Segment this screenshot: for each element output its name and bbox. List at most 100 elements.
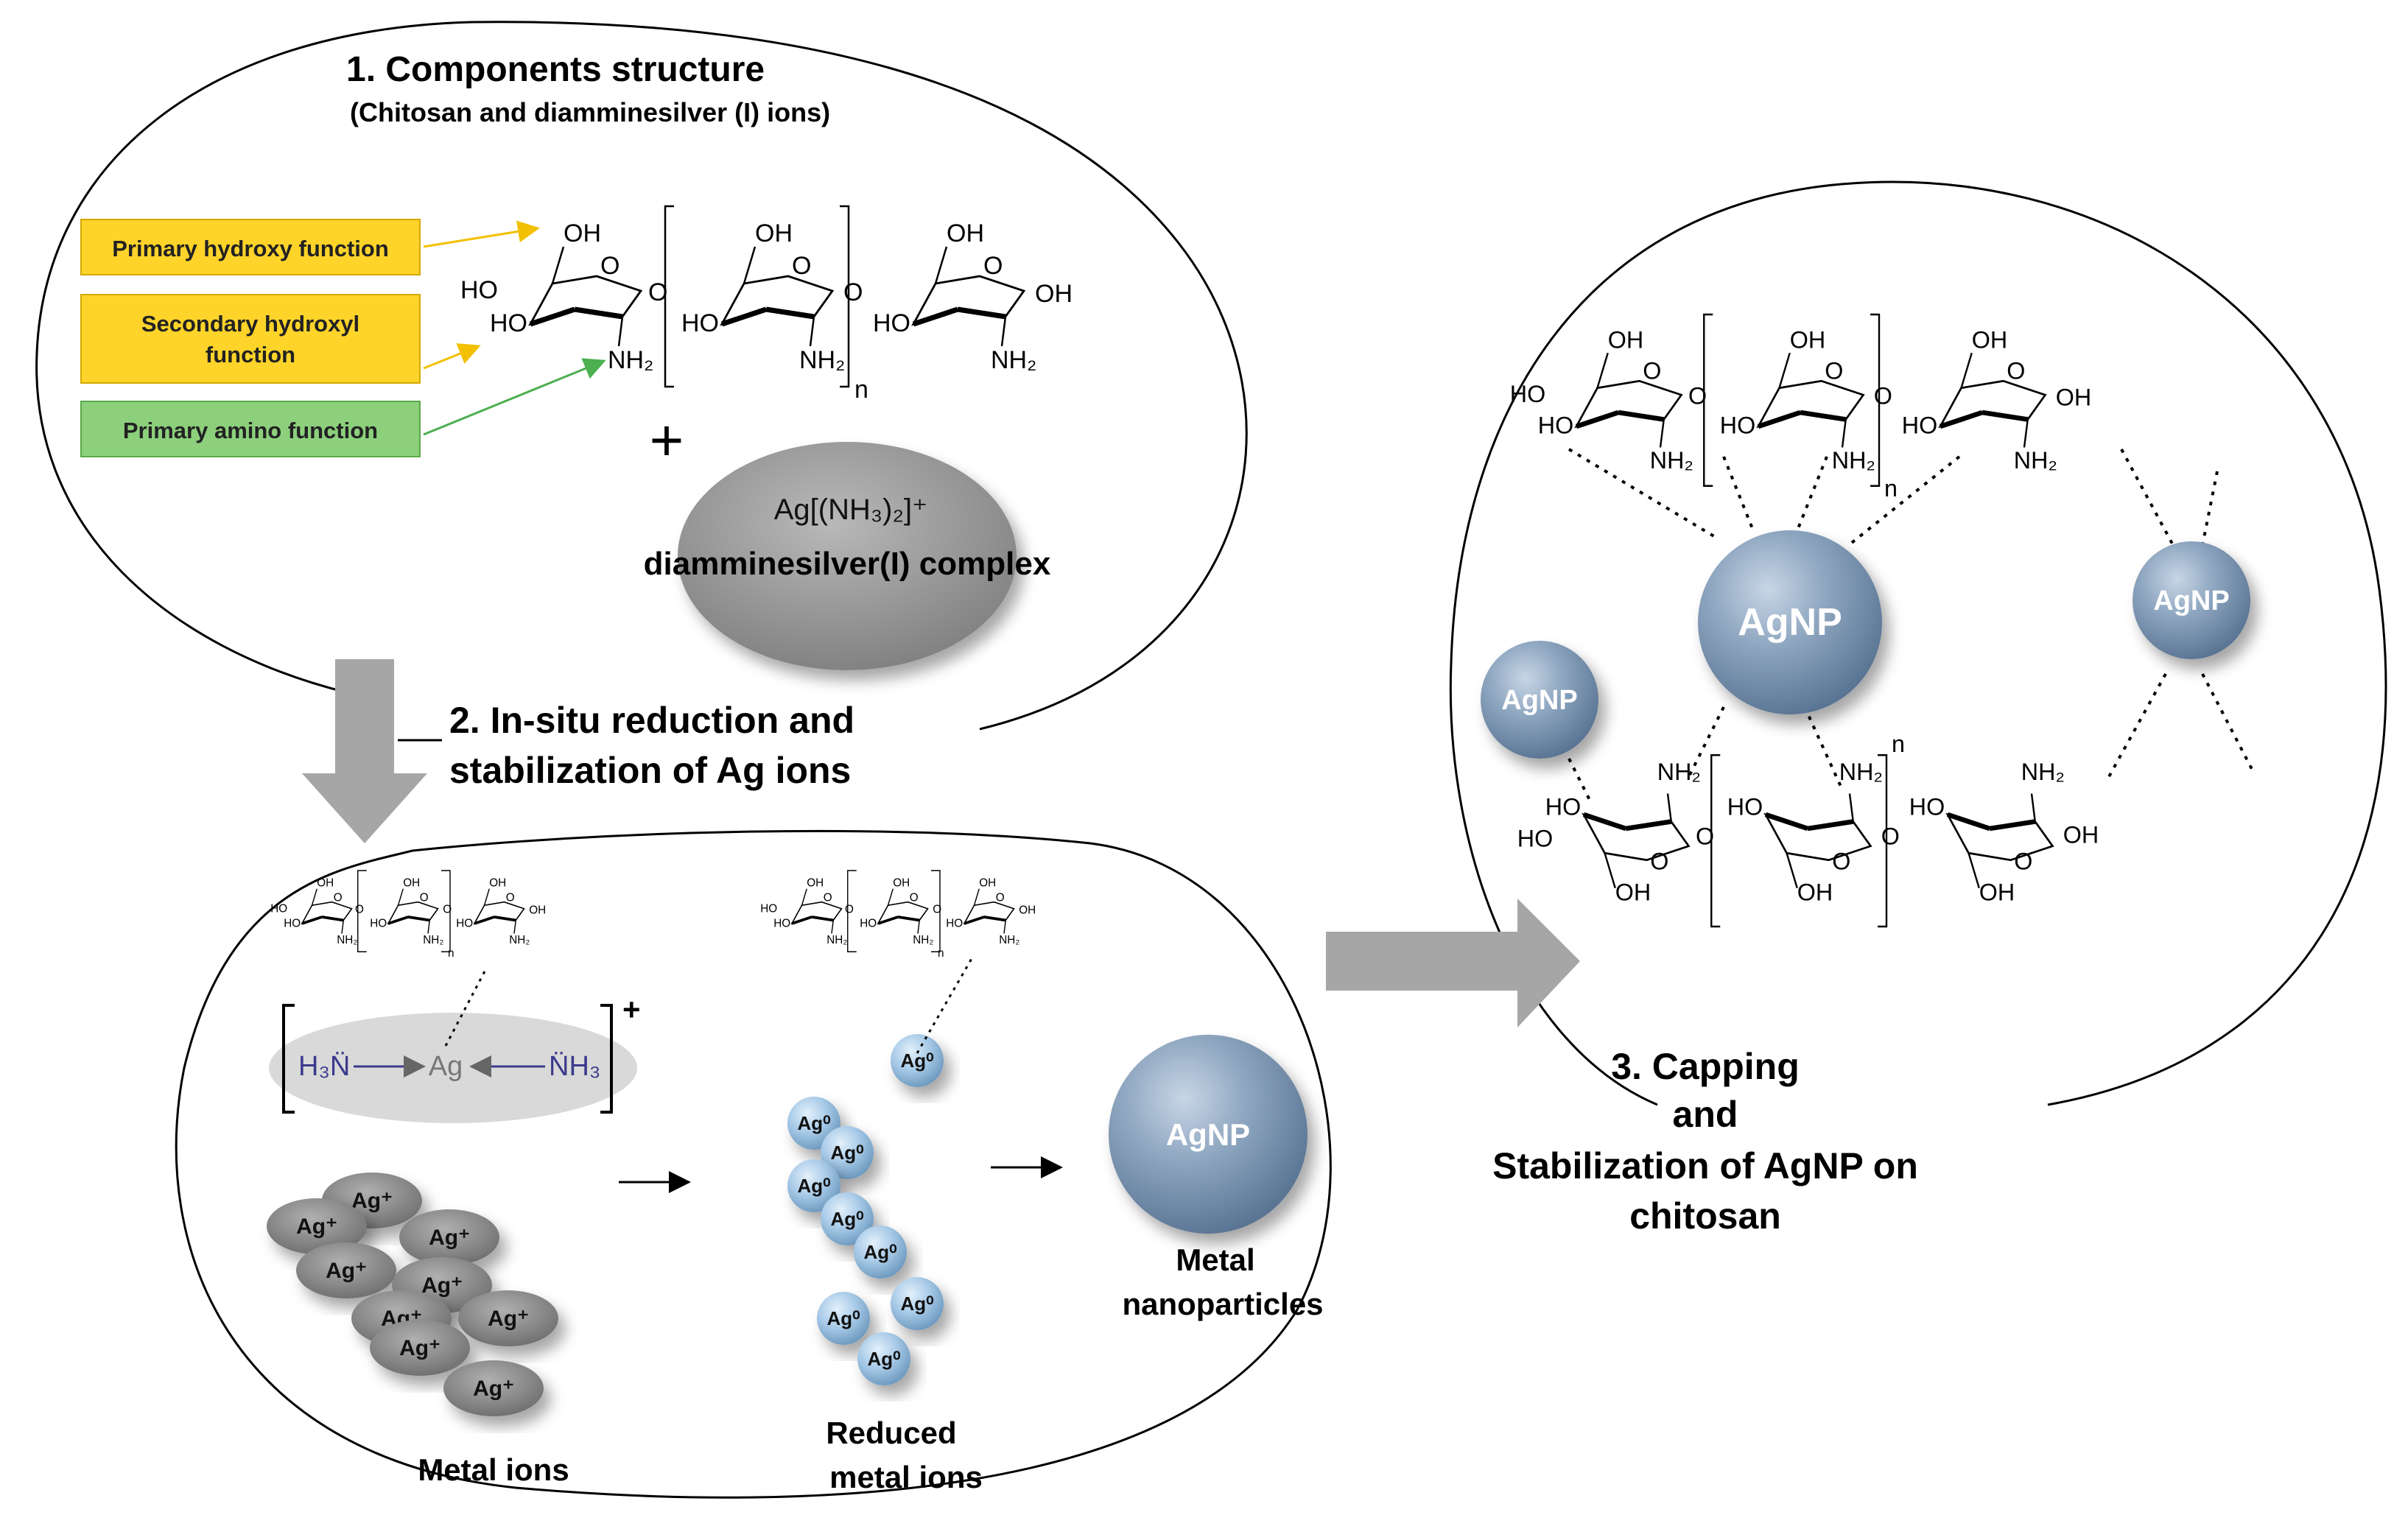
bracket-right <box>441 870 451 952</box>
section1-subheading: (Chitosan and diamminesilver (I) ions) <box>350 97 830 127</box>
plus-sign: + <box>650 407 684 473</box>
ag-ion-4 <box>296 1242 396 1298</box>
ring-bold-edge <box>1989 819 2036 832</box>
complex-name: diamminesilver(I) complex <box>644 546 1051 582</box>
complex-ion-center: Ag <box>429 1051 463 1082</box>
repeat-n-label: n <box>1892 731 1905 757</box>
callout-primary-hydroxy-text: Primary hydroxy function <box>112 236 389 261</box>
ring-bold-edge <box>811 915 834 922</box>
ho-label: HO <box>760 902 777 915</box>
oh-label: OH <box>1797 879 1833 905</box>
ag0-atom-label-7: Ag⁰ <box>900 1293 933 1315</box>
ho-label: HO <box>873 309 910 337</box>
section3-caption-line2: and <box>1673 1094 1738 1135</box>
section3-boundary <box>1449 180 2387 1106</box>
ring-bold-edge <box>1582 812 1627 832</box>
ring-bold-edge <box>301 915 323 925</box>
big-arrow-right <box>1326 899 1580 1027</box>
ring-oxygen-label: O <box>2014 848 2032 875</box>
bond <box>1841 419 1847 448</box>
bond <box>483 888 490 906</box>
bracket-right <box>1870 313 1881 487</box>
ho-label: HO <box>946 918 963 930</box>
repeat-n-label: n <box>448 947 454 960</box>
agnp-section3-center: AgNP <box>1698 530 1882 714</box>
bond <box>513 920 516 934</box>
caption-reduced-line2: metal ions <box>829 1460 983 1494</box>
ring-bold-edge <box>720 306 768 327</box>
ag0-atom-4 <box>787 1159 840 1212</box>
ag-ion-label-2: Ag⁺ <box>296 1215 337 1239</box>
bond <box>1003 920 1006 934</box>
ho-label: HO <box>773 918 790 930</box>
oh-label: OH <box>529 904 546 917</box>
ag0-atom-label-5: Ag⁰ <box>830 1208 863 1230</box>
ho-label: HO <box>456 918 473 930</box>
ring-bold-edge <box>1946 812 1991 832</box>
ring-bold-edge <box>765 306 815 320</box>
ag0-atom-label-4: Ag⁰ <box>797 1175 830 1197</box>
ring-bold-edge <box>407 915 430 922</box>
callout-primary-amino: Primary amino function <box>80 401 421 457</box>
ho-label: HO <box>284 918 301 930</box>
callout-primary-amino-text: Primary amino function <box>123 418 378 443</box>
ho-label: HO <box>460 276 498 304</box>
bond <box>973 888 980 906</box>
repeat-n-label: n <box>854 376 868 404</box>
caption-metal-np-line2: nanoparticles <box>1122 1287 1323 1321</box>
ring-bold-edge <box>494 915 516 922</box>
oh-label: OH <box>2063 822 2099 848</box>
bracket-right <box>931 870 941 952</box>
bond <box>2023 419 2029 448</box>
section2-boundary <box>175 829 1332 1499</box>
ring-oxygen-label: O <box>792 252 811 280</box>
diamminesilver-complex: Ag[(NH₃)₂]⁺ diamminesilver(I) complex <box>644 442 1051 670</box>
agnp-section3-center-label: AgNP <box>1738 601 1842 644</box>
oh-label: OH <box>1972 327 2007 354</box>
callout-arrow-primary-hydroxy <box>423 220 540 248</box>
capping-dotted-bonds <box>1568 448 2256 804</box>
ag-ion-label-1: Ag⁺ <box>351 1189 393 1213</box>
glycosidic-oxygen-label: O <box>933 904 941 916</box>
oh-label: OH <box>489 877 506 890</box>
nh2-label: NH₂ <box>2021 759 2065 785</box>
callout-secondary-hydroxyl-line2: function <box>206 342 295 368</box>
agnp-section3-right-label: AgNP <box>2153 586 2229 616</box>
complex-ion-charge: + <box>622 992 641 1027</box>
ring-oxygen-label: O <box>824 891 832 904</box>
glycosidic-oxygen-label: O <box>355 904 364 916</box>
metal-nanoparticle: AgNP <box>1109 1035 1307 1234</box>
oh-label: OH <box>1035 280 1073 308</box>
ring-bold-edge <box>897 915 920 922</box>
bracket-left <box>1710 754 1721 928</box>
ring-bold-edge <box>1981 409 2029 422</box>
ring-bold-edge <box>957 306 1006 320</box>
callout-secondary-hydroxyl: Secondary hydroxyl function <box>80 294 421 384</box>
complex-ion-diagram: + H₃N̈ Ag N̈H₃ <box>269 968 641 1123</box>
ag0-atom-5 <box>821 1192 874 1245</box>
repeat-n-label: n <box>938 947 944 960</box>
caption-metal-np-line1: Metal <box>1176 1242 1254 1277</box>
nh2-label: NH₂ <box>1832 447 1875 474</box>
bracket-left <box>1703 313 1713 487</box>
glycosidic-oxygen-label: O <box>443 904 452 916</box>
section1-boundary <box>35 21 1248 731</box>
nh2-label: NH₂ <box>999 934 1019 946</box>
section2-heading-line1: 2. In-situ reduction and <box>449 700 854 741</box>
ring-oxygen-label: O <box>910 891 919 904</box>
nh2-label: NH₂ <box>1839 759 1883 785</box>
complex-formula: Ag[(NH₃)₂]⁺ <box>774 493 928 526</box>
ring-bold-edge <box>474 915 495 925</box>
ring-bold-edge <box>1939 409 1984 429</box>
bond <box>801 888 807 906</box>
oh-label: OH <box>979 877 996 890</box>
bond <box>1000 316 1007 347</box>
complex-ion-left: H₃N̈ <box>298 1051 350 1082</box>
metal-nanoparticle-label: AgNP <box>1166 1117 1250 1152</box>
ring-oxygen-label: O <box>2007 357 2025 384</box>
bond <box>1666 793 1672 822</box>
ho-label: HO <box>1902 412 1937 439</box>
bond <box>831 920 834 934</box>
